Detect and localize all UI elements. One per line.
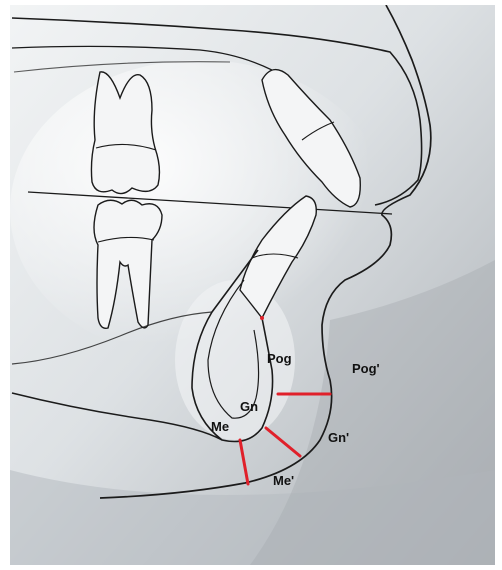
label-gn: Gn [240, 400, 258, 413]
label-me-soft: Me' [273, 474, 294, 487]
pog-point-marker [260, 316, 264, 320]
label-pog-soft: Pog' [352, 362, 380, 375]
upper-molar [91, 72, 159, 194]
label-pog: Pog [267, 352, 292, 365]
label-me: Me [211, 420, 229, 433]
label-gn-soft: Gn' [328, 431, 349, 444]
